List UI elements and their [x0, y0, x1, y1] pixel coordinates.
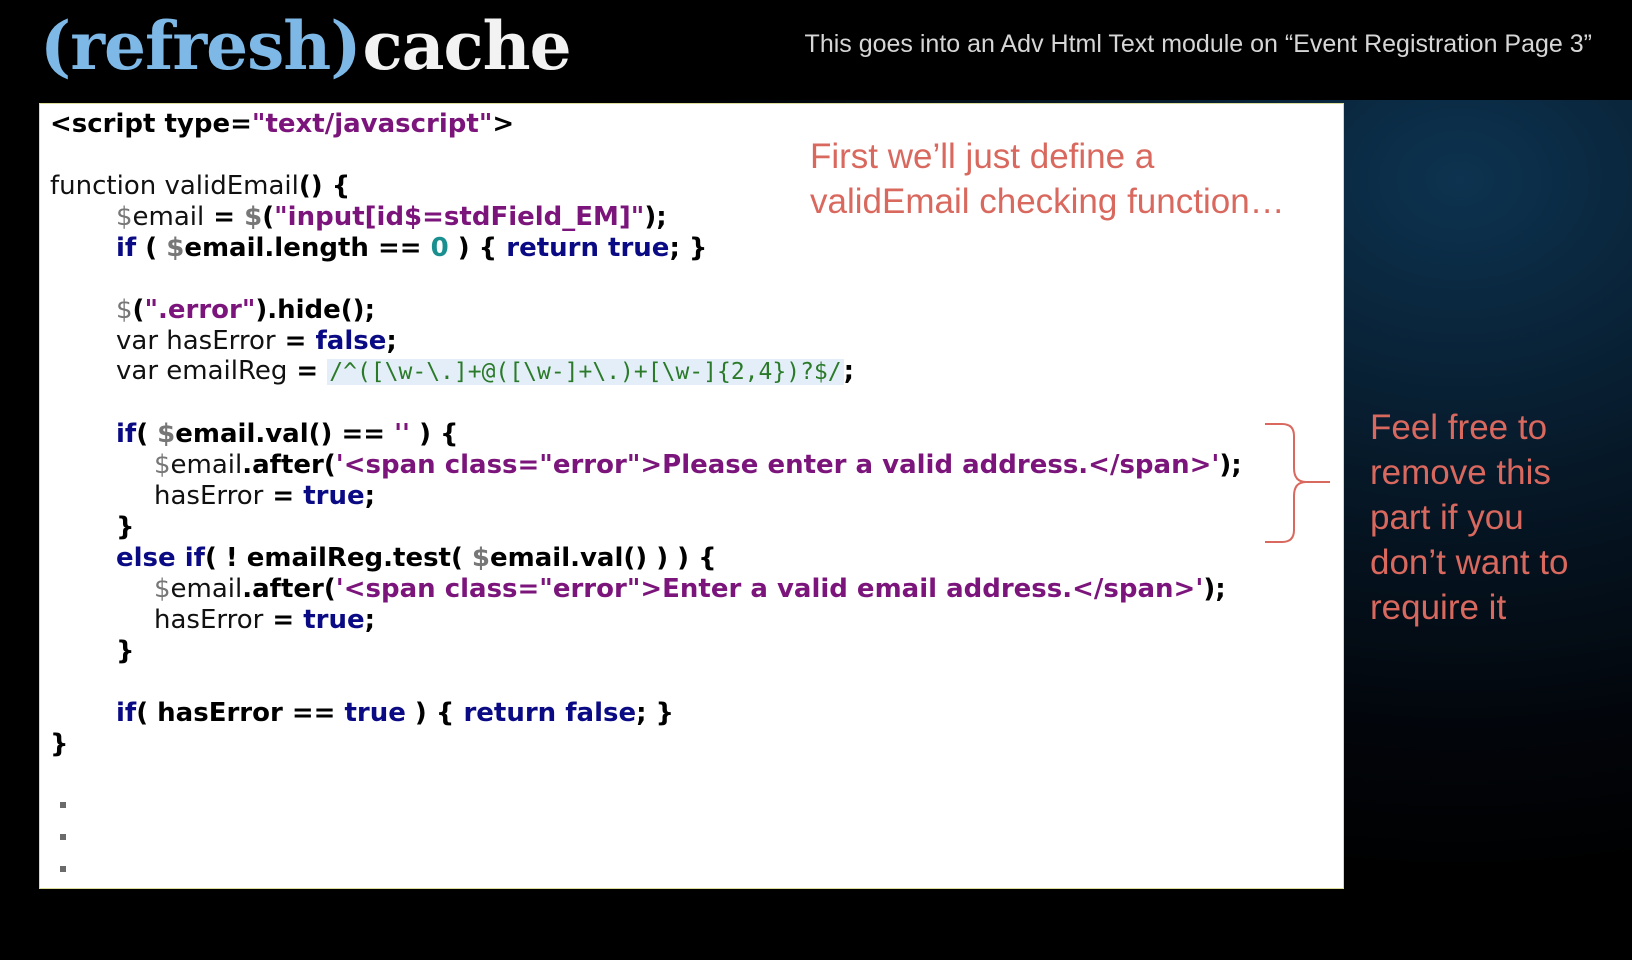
- code-line: else if( ! emailReg.test( $email.val() )…: [116, 543, 717, 573]
- header-bar: (refresh)cache This goes into an Adv Htm…: [0, 0, 1632, 100]
- code-line: $email = $("input[id$=stdField_EM]");: [116, 202, 667, 232]
- logo-text-refresh: (refresh): [40, 7, 362, 85]
- code-line: $email.after('<span class="error">Please…: [154, 450, 1242, 480]
- code-line: }: [116, 636, 135, 666]
- callout-define-function: First we’ll just define a validEmail che…: [810, 137, 1285, 221]
- code-line: var hasError = false;: [116, 326, 397, 356]
- ellipsis-dot: [60, 866, 66, 872]
- code-line: $(".error").hide();: [116, 295, 375, 325]
- code-line: if( hasError == true ) { return false; }: [116, 698, 675, 728]
- code-line: var emailReg = /^([\w-\.]+@([\w-]+\.)+[\…: [116, 356, 855, 386]
- ellipsis-dot: [60, 802, 66, 808]
- code-line: <script type="text/javascript">: [50, 109, 515, 139]
- refresh-cache-logo: (refresh)cache: [40, 6, 572, 86]
- logo-text-cache: cache: [362, 7, 572, 85]
- ellipsis-dot: [60, 834, 66, 840]
- code-panel: <script type="text/javascript"> function…: [39, 103, 1344, 889]
- code-line: if( $email.val() == '' ) {: [116, 419, 459, 449]
- code-line: }: [50, 729, 69, 759]
- code-line: }: [116, 512, 135, 542]
- email-regex: /^([\w-\.]+@([\w-]+\.)+[\w-]{2,4})?$/: [327, 359, 844, 385]
- curly-brace-icon: [1265, 423, 1330, 543]
- code-line: if ( $email.length == 0 ) { return true;…: [116, 233, 708, 263]
- code-line: hasError = true;: [154, 605, 376, 635]
- code-line: $email.after('<span class="error">Enter …: [154, 574, 1226, 604]
- code-line: hasError = true;: [154, 481, 376, 511]
- callout-optional-part: Feel free to remove this part if you don…: [1370, 408, 1569, 627]
- slide-subtitle: This goes into an Adv Html Text module o…: [804, 30, 1592, 58]
- code-line: function validEmail() {: [50, 171, 351, 201]
